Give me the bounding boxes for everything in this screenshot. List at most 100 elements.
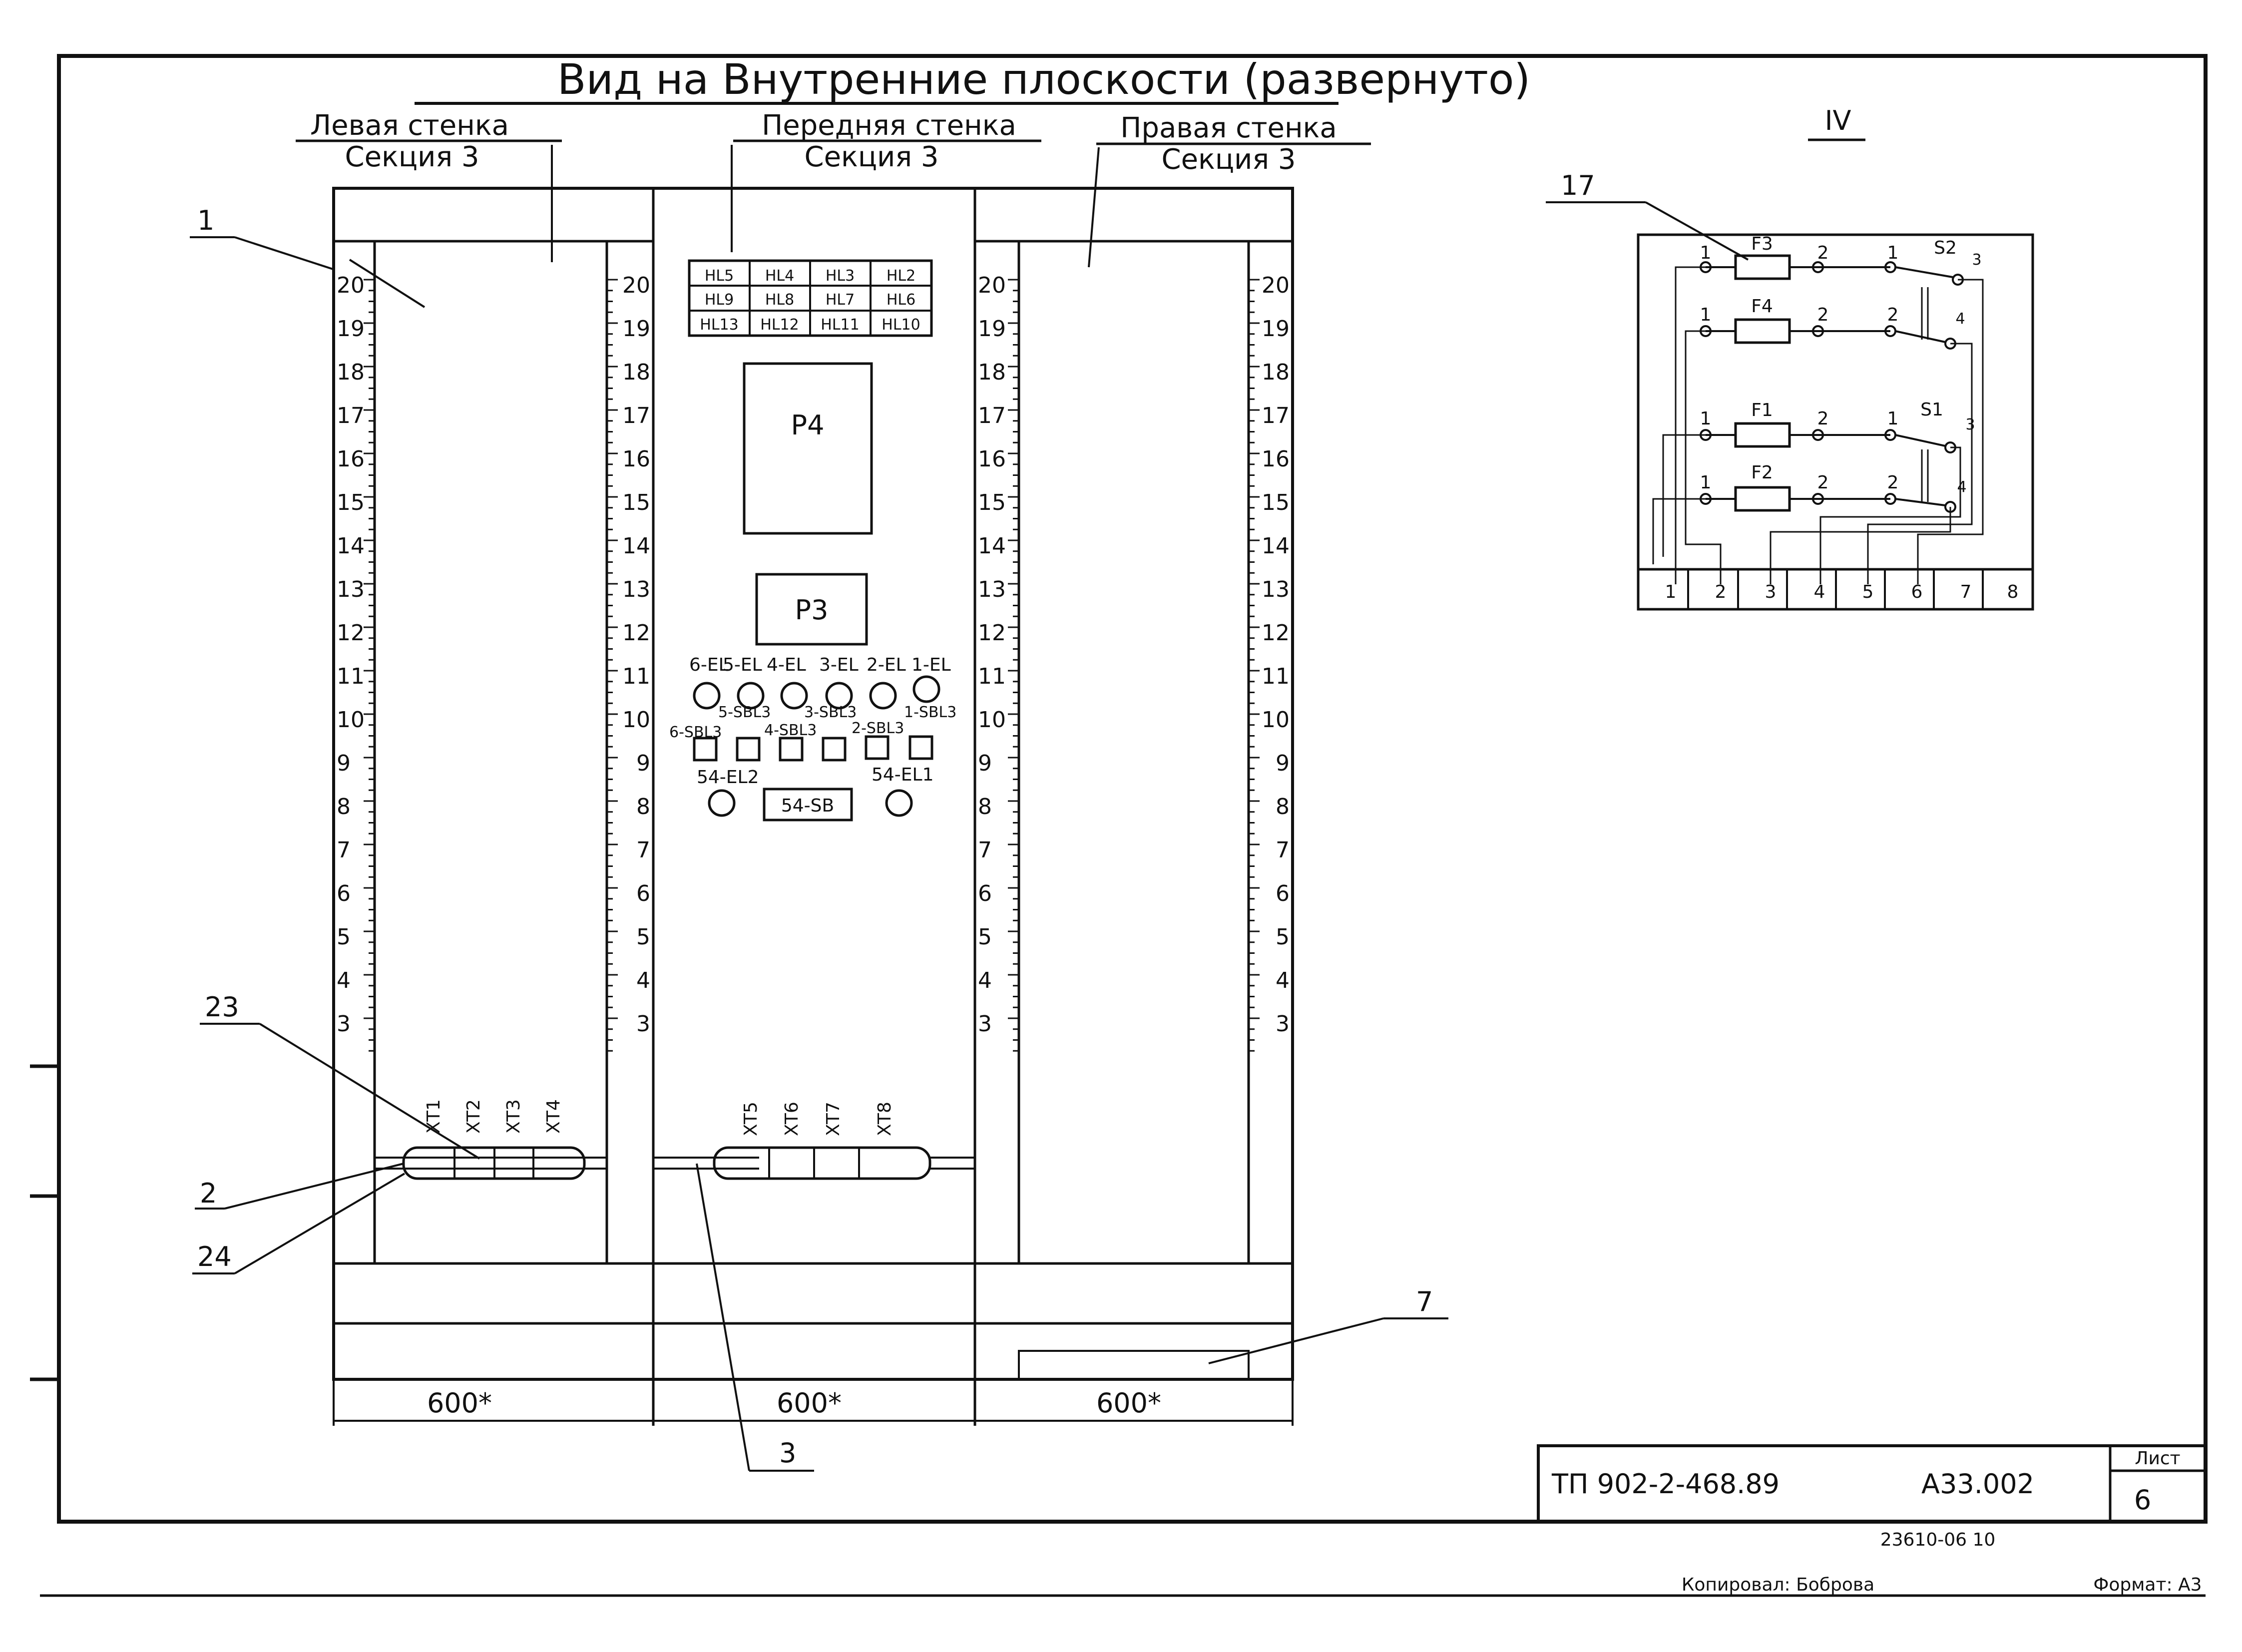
ruler-number: 17	[1262, 403, 1290, 428]
ruler-number: 15	[1262, 490, 1290, 515]
svg-text:2: 2	[1817, 472, 1829, 493]
ruler-number: 19	[978, 316, 1006, 342]
ruler-number: 8	[978, 794, 992, 820]
ruler-number: 11	[978, 664, 1006, 689]
lamp-54-el1	[885, 789, 913, 817]
callout-1: 1	[197, 205, 214, 236]
terminal-number: 3	[1765, 582, 1777, 602]
button-1-sbl3	[908, 735, 933, 760]
lamp-2-el	[869, 682, 897, 710]
ruler-number: 7	[337, 837, 351, 863]
schematic-iv: IV 17 1 2 3 4 5 6 7 8 F3 1 2 1 S2 3	[1546, 105, 2034, 611]
grid-cell: HL7	[826, 291, 855, 309]
callout-23: 23	[205, 991, 239, 1023]
fuse-f3-label: F3	[1751, 234, 1773, 254]
ruler-number: 12	[337, 620, 365, 646]
terminal-blocks-front: XT5 XT6 XT7 XT8	[713, 1102, 975, 1180]
ruler-number: 6	[337, 881, 351, 906]
grid-cell: HL5	[705, 267, 734, 285]
doc-code: А33.002	[1921, 1468, 2034, 1500]
svg-text:1: 1	[1887, 243, 1899, 263]
left-wall-section: Секция 3	[345, 141, 479, 173]
relay-p4: Р4	[743, 362, 873, 535]
button-54-sb	[763, 788, 853, 822]
ruler-number: 17	[337, 403, 365, 428]
switch-s1-label: S1	[1920, 400, 1943, 420]
dimension-right: 600*	[1096, 1387, 1161, 1419]
lamp-4-el	[780, 682, 808, 710]
terminal-number: 2	[1715, 582, 1727, 602]
grid-cell: HL2	[887, 267, 915, 285]
terminal-label: XT1	[424, 1099, 444, 1134]
lamp-54-el2-label: 54-EL2	[697, 767, 759, 788]
ruler-number: 16	[337, 446, 365, 472]
ruler-number: 11	[337, 664, 365, 689]
copied-by: Копировал: Боброва	[1682, 1575, 1874, 1595]
svg-text:1: 1	[1700, 472, 1712, 493]
fuse-f4-label: F4	[1751, 296, 1773, 317]
terminal-label: XT8	[875, 1102, 895, 1136]
lamp-label: 2-EL	[867, 655, 906, 675]
paper-format: Формат: А3	[2093, 1575, 2202, 1595]
drawing-title: Вид на Внутренние плоскости (развернуто)	[557, 55, 1530, 104]
terminal-number: 1	[1665, 582, 1677, 602]
ruler-number: 10	[622, 707, 650, 733]
ruler-number: 17	[978, 403, 1006, 428]
ruler-number: 18	[337, 360, 365, 385]
ruler-number: 11	[622, 664, 650, 689]
ruler-number: 3	[337, 1011, 351, 1037]
button-3-sbl3	[822, 737, 847, 762]
doc-number: ТП 902-2-468.89	[1551, 1468, 1780, 1500]
grid-cell: HL12	[760, 316, 799, 334]
lamp-3-el	[825, 682, 853, 710]
grid-cell: HL13	[700, 316, 738, 334]
ruler-number: 18	[978, 360, 1006, 385]
ruler-number: 13	[978, 577, 1006, 602]
ruler-number: 9	[1276, 751, 1290, 776]
svg-text:2: 2	[1817, 409, 1829, 429]
ruler-number: 15	[978, 490, 1006, 515]
ruler-number: 16	[622, 446, 650, 472]
callout-17: 17	[1561, 170, 1595, 201]
ruler-number: 19	[337, 316, 365, 342]
ruler-number: 13	[622, 577, 650, 602]
callout-2: 2	[200, 1178, 217, 1209]
grid-cell: HL8	[765, 291, 794, 309]
buttons	[693, 735, 933, 762]
svg-text:2: 2	[1817, 243, 1829, 263]
ruler-number: 6	[1276, 881, 1290, 906]
ruler-number: 12	[622, 620, 650, 646]
front-wall-name: Передняя стенка	[762, 109, 1016, 142]
lamp-54-el2	[708, 789, 736, 817]
ruler-number: 13	[1262, 577, 1290, 602]
svg-text:4: 4	[1955, 310, 1965, 328]
rail-right-outer	[973, 240, 1020, 1265]
sheet-number: 6	[2134, 1484, 2151, 1516]
dimension-left: 600*	[427, 1387, 492, 1419]
grid-cell: HL10	[882, 316, 920, 334]
inventory-number: 23610-06 10	[1880, 1530, 1996, 1550]
button-54-sb-label: 54-SB	[781, 796, 834, 816]
ruler-number: 14	[978, 533, 1006, 559]
ruler-number: 10	[1262, 707, 1290, 733]
ruler-number: 5	[1276, 924, 1290, 950]
callouts: 1 23 2 24 3 7	[190, 145, 1448, 1472]
terminal-label: XT3	[503, 1099, 524, 1134]
ruler-number: 14	[622, 533, 650, 559]
button-label: 4-SBL3	[764, 722, 817, 739]
svg-text:2: 2	[1887, 472, 1899, 493]
terminal-blocks-left: XT1 XT2 XT3 XT4	[375, 1099, 714, 1180]
rail-left-inner	[605, 240, 655, 1265]
ruler-number: 4	[636, 968, 650, 993]
ruler-number: 5	[337, 924, 351, 950]
ruler-number: 16	[1262, 446, 1290, 472]
grid-cell: HL3	[826, 267, 855, 285]
wall-headers: Левая стенка Секция 3 Передняя стенка Се…	[296, 109, 1371, 176]
button-label: 1-SBL3	[904, 704, 956, 721]
callout-7: 7	[1416, 1286, 1433, 1317]
terminal-number: 6	[1911, 582, 1923, 602]
dimension-front: 600*	[777, 1387, 842, 1419]
lamp-label: 6-EL	[689, 655, 729, 675]
svg-text:3: 3	[1972, 251, 1981, 269]
